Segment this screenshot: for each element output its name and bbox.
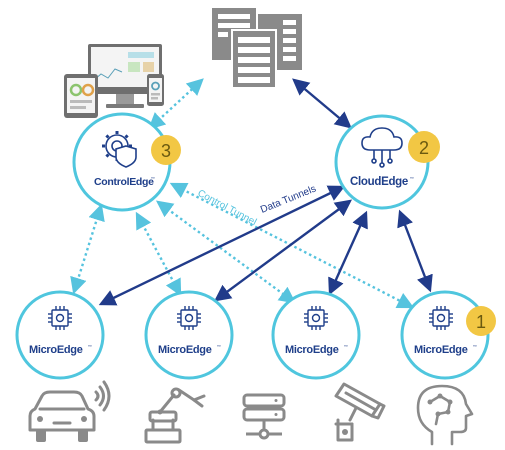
data-tunnel-cloudedge-microedge-2 (213, 199, 353, 302)
security-camera-icon (334, 382, 386, 442)
control-tunnel-controledge-microedge-1 (70, 203, 105, 295)
ai-brain-icon (416, 384, 474, 446)
server-rack-icon (212, 8, 302, 89)
cloudedge-badge: 2 (408, 131, 440, 163)
data-tunnel-server-cloudedge (292, 78, 352, 129)
chip-gear-icon (304, 306, 328, 330)
controledge-label: ControlEdge (94, 176, 154, 188)
microedge-node: MicroEdge ™ (15, 290, 105, 380)
cloudedge-node: CloudEdge ™ (334, 114, 430, 210)
data-tunnel-cloudedge-microedge-3 (328, 210, 368, 296)
cloud-network-icon (361, 127, 403, 168)
chip-gear-icon (48, 306, 72, 330)
controledge-trademark: ™ (151, 176, 155, 181)
cloudedge-trademark: ™ (410, 176, 414, 181)
data-tunnels (98, 78, 433, 306)
control-tunnel-label: Control Tunnel (196, 188, 259, 228)
robot-arm-icon (144, 387, 206, 444)
cloudedge-badge-number: 2 (419, 138, 429, 158)
microedge-label: MicroEdge (29, 344, 83, 356)
microedge-badge-number: 1 (476, 312, 486, 332)
data-tunnel-cloudedge-microedge-4 (397, 209, 433, 293)
microedge-trademark: ™ (473, 344, 477, 349)
microedge-trademark: ™ (344, 344, 348, 349)
controledge-node: ControlEdge ™ (72, 112, 172, 212)
microedge-node: MicroEdge ™ (271, 290, 361, 380)
microedge-trademark: ™ (88, 344, 92, 349)
control-tunnel-controledge-microedge-2 (135, 211, 182, 297)
control-tunnel-controledge-dashboard (148, 78, 204, 130)
microedge-label: MicroEdge (414, 344, 468, 356)
multi-device-dashboard-icon (64, 44, 164, 118)
microedge-label: MicroEdge (158, 344, 212, 356)
microedge-node: MicroEdge ™ (144, 290, 234, 380)
chip-gear-icon (177, 306, 201, 330)
controledge-badge-number: 3 (161, 141, 171, 161)
microedge-node: MicroEdge ™ (400, 290, 490, 380)
chip-gear-icon (429, 306, 453, 330)
microedge-trademark: ™ (217, 344, 221, 349)
microedge-badge: 1 (466, 306, 496, 336)
control-tunnel-controledge-microedge-3 (155, 200, 297, 304)
gear-shield-icon (102, 131, 137, 168)
microedge-label: MicroEdge (285, 344, 339, 356)
connected-car-icon (28, 380, 111, 442)
data-tunnels-label: Data Tunnels (259, 184, 318, 216)
server-stack-icon (242, 393, 286, 440)
cloudedge-label: CloudEdge (350, 176, 408, 188)
controledge-badge: 3 (151, 135, 181, 165)
